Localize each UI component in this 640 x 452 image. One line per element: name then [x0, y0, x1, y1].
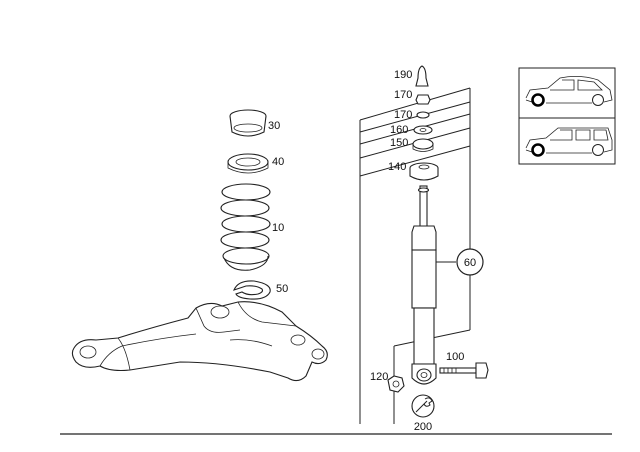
callout-60: 60 [456, 248, 484, 276]
label-40: 40 [272, 156, 284, 168]
washer-170-lower[interactable] [416, 111, 430, 119]
sedan-icon[interactable] [525, 76, 613, 107]
spring-pad-50[interactable] [233, 280, 271, 300]
bump-stop-190[interactable] [415, 65, 429, 87]
shock-absorber-60[interactable] [411, 185, 437, 385]
label-160: 160 [390, 124, 408, 136]
label-50: 50 [276, 283, 288, 295]
label-10: 10 [272, 222, 284, 234]
spring-seat-40[interactable] [227, 153, 269, 174]
wrench-icon [411, 394, 435, 418]
label-140: 140 [388, 161, 406, 173]
label-120: 120 [370, 371, 388, 383]
support-140[interactable] [409, 162, 439, 181]
label-190: 190 [394, 69, 412, 81]
wagon-icon[interactable] [525, 127, 613, 157]
mount-160[interactable] [413, 125, 433, 135]
nut-170-upper[interactable] [415, 94, 431, 105]
label-150: 150 [390, 137, 408, 149]
label-60: 60 [464, 257, 476, 269]
label-170-upper: 170 [394, 89, 412, 101]
bushing-150[interactable] [412, 138, 434, 152]
label-170-lower: 170 [394, 109, 412, 121]
label-100: 100 [446, 351, 464, 363]
label-30: 30 [268, 120, 280, 132]
spring-pad-30[interactable] [229, 109, 267, 137]
label-200: 200 [414, 421, 432, 433]
nut-120[interactable] [387, 375, 405, 393]
bolt-100[interactable] [439, 362, 489, 379]
coil-spring-10[interactable] [220, 183, 271, 271]
control-arm[interactable] [71, 301, 328, 382]
